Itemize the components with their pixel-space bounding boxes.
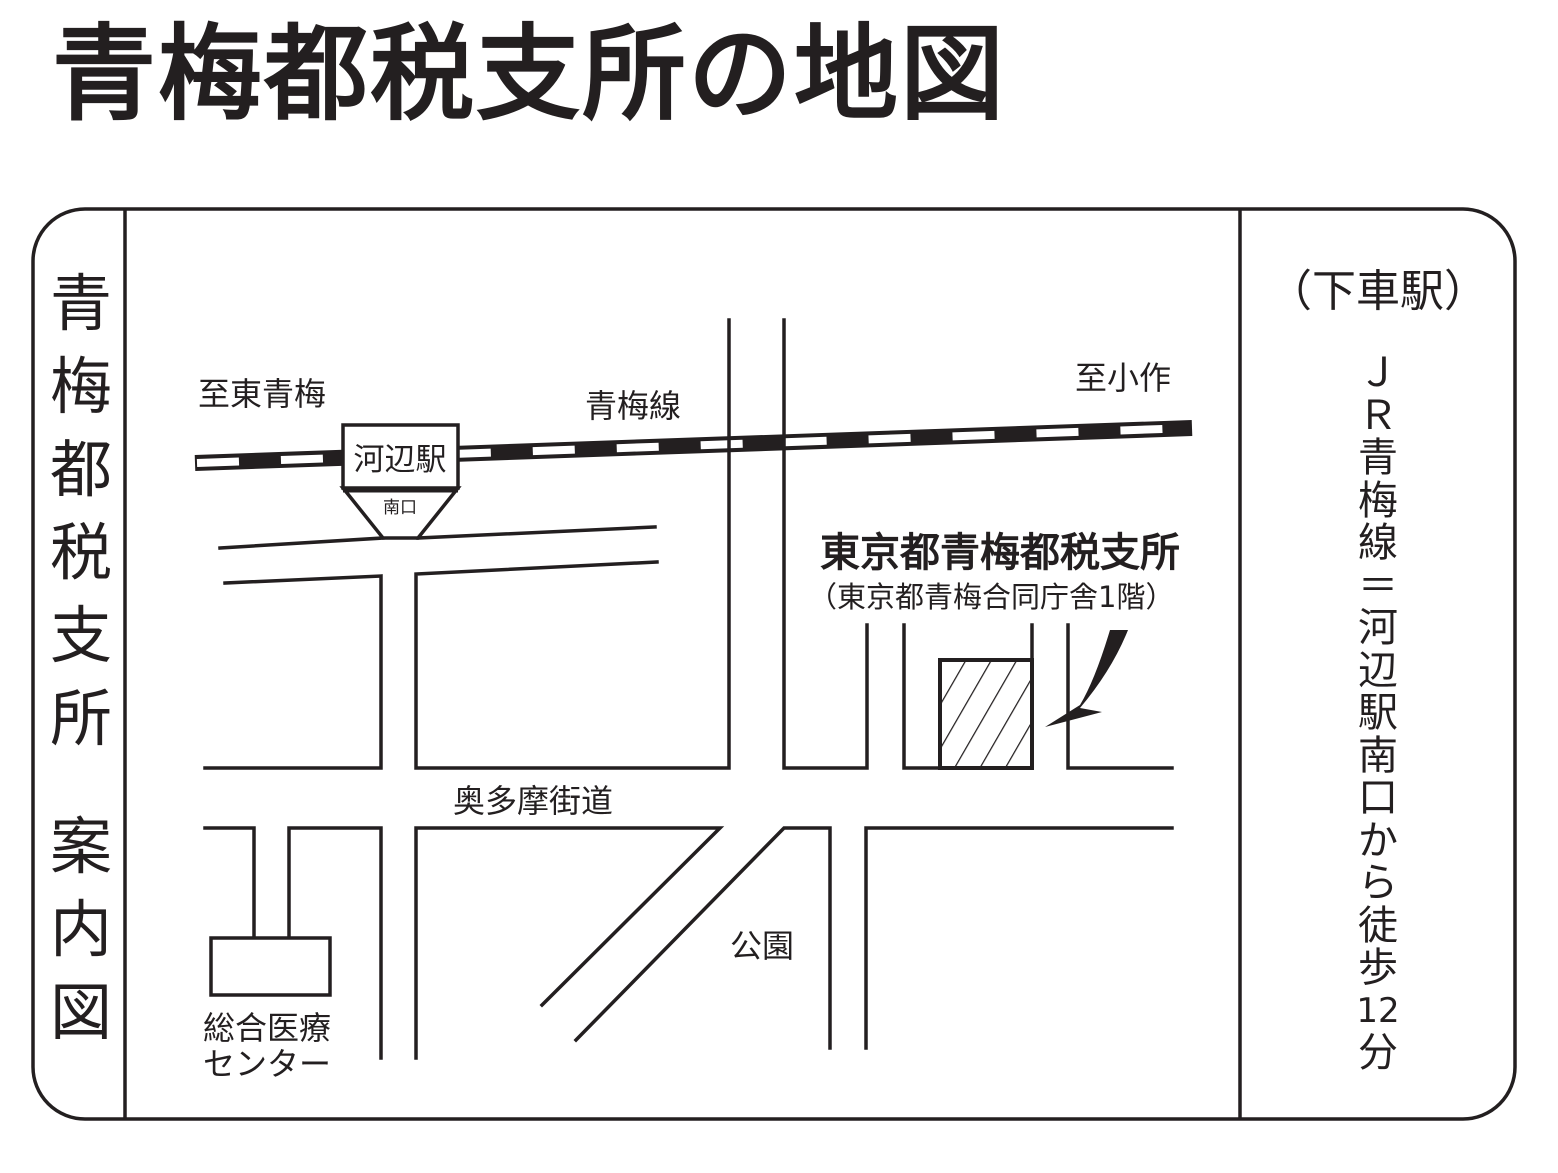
side-title: 青 梅 都 税 支 所 案 内 図: [45, 262, 117, 1054]
kabe-station: 河辺駅 南口: [339, 423, 462, 540]
ome-line-label: 青梅線: [585, 387, 681, 425]
side-title-char: 青: [49, 267, 112, 340]
access-char: 線: [1358, 520, 1398, 566]
side-title-char: 案: [49, 810, 112, 883]
to-ozaku-label: 至小作: [1075, 359, 1171, 397]
side-title-char: 梅: [49, 350, 112, 423]
access-char: 12: [1356, 990, 1400, 1031]
access-char: 分: [1358, 1030, 1398, 1076]
access-heading: （下車駅）: [1268, 266, 1488, 317]
hospital-building: [209, 936, 332, 997]
side-title-char: 税: [49, 516, 112, 589]
office-name-label: 東京都青梅都税支所: [820, 530, 1180, 576]
access-char: Ｊ: [1358, 350, 1398, 396]
hospital-label-line1: 総合医療: [203, 1009, 331, 1047]
pointer-arrow-icon: [1045, 630, 1128, 727]
side-title-char: 支: [49, 599, 112, 672]
side-title-char: 所: [49, 682, 112, 755]
access-char: ら: [1358, 860, 1398, 906]
access-char: 歩: [1358, 945, 1398, 991]
hospital-label-line2: センター: [203, 1045, 331, 1083]
station-label: 河辺駅: [354, 442, 447, 478]
access-directions: Ｊ Ｒ 青 梅 線 ＝ 河 辺 駅 南 口 か ら 徒 歩 12 分: [1348, 352, 1408, 1075]
side-title-char: 都: [49, 433, 112, 506]
to-higashi-ome-label: 至東青梅: [198, 375, 326, 413]
access-char: 口: [1358, 775, 1398, 821]
park-label: 公園: [730, 927, 794, 965]
access-char: 徒: [1358, 902, 1398, 949]
tax-office-building: [938, 658, 1034, 770]
access-char: か: [1358, 817, 1398, 864]
access-char: 辺: [1358, 647, 1398, 694]
access-char: 南: [1358, 732, 1398, 779]
south-exit-label: 南口: [383, 498, 417, 518]
map-frame: [31, 207, 1517, 1121]
access-char: Ｒ: [1358, 392, 1398, 439]
access-char: 河: [1358, 605, 1398, 651]
map-title: 青梅都税支所の地図: [52, 13, 1007, 135]
office-building-label: （東京都青梅合同庁舎1階）: [808, 580, 1174, 614]
street-label: 奥多摩街道: [453, 782, 613, 820]
access-char: ＝: [1358, 562, 1398, 609]
side-title-char: 図: [49, 976, 112, 1049]
access-char: 青: [1358, 435, 1398, 481]
access-char: 駅: [1358, 690, 1398, 736]
access-char: 梅: [1358, 477, 1398, 524]
side-title-char: 内: [49, 893, 112, 966]
